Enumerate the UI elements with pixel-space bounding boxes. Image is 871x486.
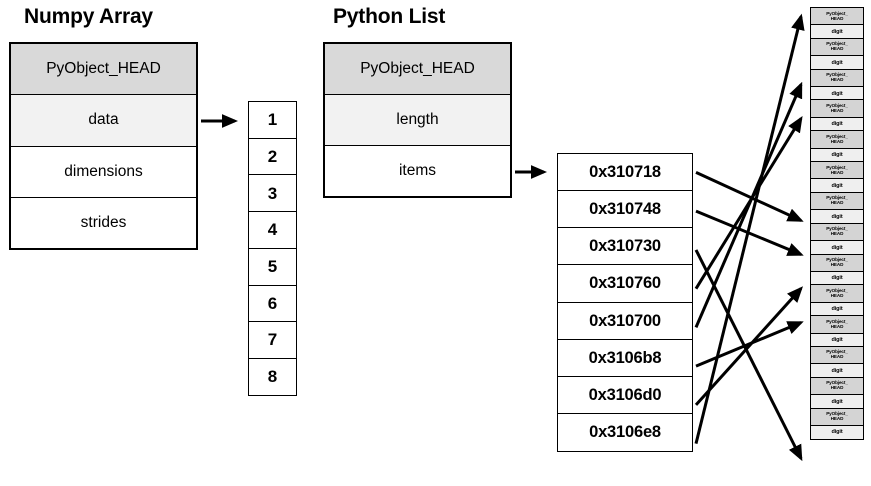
pyobject-head-cell: PyObject_HEAD bbox=[810, 407, 864, 427]
pyobject-head-cell: PyObject_HEAD bbox=[810, 37, 864, 57]
pyobject-head-cell: PyObject_HEAD bbox=[810, 315, 864, 335]
address-to-object-arrow bbox=[694, 13, 805, 445]
pyobject-digit-cell: digit bbox=[810, 424, 864, 440]
pyobject-head-label-line1: PyObject_ bbox=[826, 257, 848, 263]
address-to-object-arrow bbox=[695, 321, 804, 368]
pointer-address: 0x3106d0 bbox=[557, 375, 693, 415]
pyobject-head-label-line1: PyObject_ bbox=[826, 287, 848, 293]
pyobject-head-label-line2: HEAD bbox=[830, 46, 844, 52]
pointer-address: 0x310730 bbox=[557, 227, 693, 267]
list-row-items: items bbox=[325, 146, 510, 196]
pyobject-head-label-line1: PyObject_ bbox=[826, 349, 848, 355]
address-to-object-arrow bbox=[694, 249, 803, 462]
numpy-buffer-cell: 5 bbox=[248, 247, 297, 287]
pyobject-head-label-line1: PyObject_ bbox=[826, 41, 848, 47]
numpy-buffer-cell: 2 bbox=[248, 137, 297, 176]
pyobject-head-label-line2: HEAD bbox=[830, 354, 844, 360]
pyobject-head-label-line1: PyObject_ bbox=[826, 133, 848, 139]
pyobject-head-label-line1: PyObject_ bbox=[826, 164, 848, 170]
pyobject-head-label-line2: HEAD bbox=[830, 107, 844, 113]
pyobject-head-label-line1: PyObject_ bbox=[826, 10, 848, 16]
pyobject-head-label-line1: PyObject_ bbox=[826, 380, 848, 386]
pyobject-head-label-line1: PyObject_ bbox=[826, 226, 848, 232]
python-list-struct-box: PyObject_HEAD length items bbox=[323, 42, 512, 198]
pyobject-head-cell: PyObject_HEAD bbox=[810, 68, 864, 88]
pyobject-head-label-line2: HEAD bbox=[830, 200, 844, 206]
pyobject-head-cell: PyObject_HEAD bbox=[810, 191, 864, 211]
numpy-buffer-cell: 8 bbox=[248, 357, 297, 397]
pyobject-head-label-line2: HEAD bbox=[830, 292, 844, 298]
numpy-row-data: data bbox=[11, 95, 196, 147]
pyobject-head-label-line1: PyObject_ bbox=[826, 102, 848, 108]
address-to-object-arrow bbox=[695, 209, 804, 256]
numpy-buffer-cell: 4 bbox=[248, 211, 297, 250]
pyobject-digit-cell: digit bbox=[810, 24, 864, 40]
pyobject-head-cell: PyObject_HEAD bbox=[810, 253, 864, 273]
pyobject-head-cell: PyObject_HEAD bbox=[810, 345, 864, 365]
pointer-address: 0x3106e8 bbox=[557, 413, 693, 452]
pyobject-head-label-line2: HEAD bbox=[830, 15, 844, 21]
address-to-object-arrow bbox=[694, 286, 804, 406]
pyobject-head-cell: PyObject_HEAD bbox=[810, 376, 864, 396]
numpy-struct-box: PyObject_HEAD data dimensions strides bbox=[9, 42, 198, 250]
pyobject-head-cell: PyObject_HEAD bbox=[810, 161, 864, 181]
pointer-address: 0x310718 bbox=[557, 153, 693, 192]
list-row-pyobject-head: PyObject_HEAD bbox=[325, 44, 510, 95]
pyobject-head-label-line2: HEAD bbox=[830, 138, 844, 144]
pyobject-head-label-line2: HEAD bbox=[830, 262, 844, 267]
python-list-title: Python List bbox=[333, 5, 446, 28]
numpy-row-strides: strides bbox=[11, 197, 196, 248]
pyobject-head-label-line1: PyObject_ bbox=[826, 318, 848, 324]
numpy-buffer-cell: 1 bbox=[248, 101, 297, 140]
pyobject-head-label-line2: HEAD bbox=[830, 416, 844, 422]
pyobject-head-label-line2: HEAD bbox=[830, 385, 844, 391]
pyobject-head-label-line1: PyObject_ bbox=[826, 195, 848, 201]
pyobject-head-label-line2: HEAD bbox=[830, 169, 844, 175]
numpy-buffer-cell: 6 bbox=[248, 284, 297, 323]
numpy-row-dimensions: dimensions bbox=[11, 146, 196, 198]
pyobject-head-cell: PyObject_HEAD bbox=[810, 7, 864, 26]
numpy-buffer-cell: 7 bbox=[248, 321, 297, 360]
address-to-object-arrow bbox=[695, 171, 804, 222]
pointer-address: 0x310700 bbox=[557, 301, 693, 341]
pyobject-head-cell: PyObject_HEAD bbox=[810, 222, 864, 242]
pyobject-head-label-line2: HEAD bbox=[830, 231, 844, 237]
address-to-object-arrow bbox=[694, 115, 803, 290]
numpy-array-title: Numpy Array bbox=[24, 5, 153, 28]
pyobject-head-cell: PyObject_HEAD bbox=[810, 284, 864, 304]
pyobject-head-label-line2: HEAD bbox=[830, 77, 844, 83]
numpy-row-pyobject-head: PyObject_HEAD bbox=[11, 44, 196, 96]
address-to-object-arrow bbox=[694, 81, 803, 328]
list-row-length: length bbox=[325, 95, 510, 146]
numpy-buffer-cell: 3 bbox=[248, 174, 297, 213]
pyobject-head-label-line1: PyObject_ bbox=[826, 411, 848, 417]
pyobject-head-label-line2: HEAD bbox=[830, 323, 844, 329]
pointer-address: 0x3106b8 bbox=[557, 338, 693, 378]
pyobject-head-cell: PyObject_HEAD bbox=[810, 130, 864, 150]
pyobject-head-cell: PyObject_HEAD bbox=[810, 99, 864, 119]
pyobject-head-label-line1: PyObject_ bbox=[826, 72, 848, 78]
pointer-address: 0x310760 bbox=[557, 264, 693, 304]
pointer-address: 0x310748 bbox=[557, 190, 693, 229]
